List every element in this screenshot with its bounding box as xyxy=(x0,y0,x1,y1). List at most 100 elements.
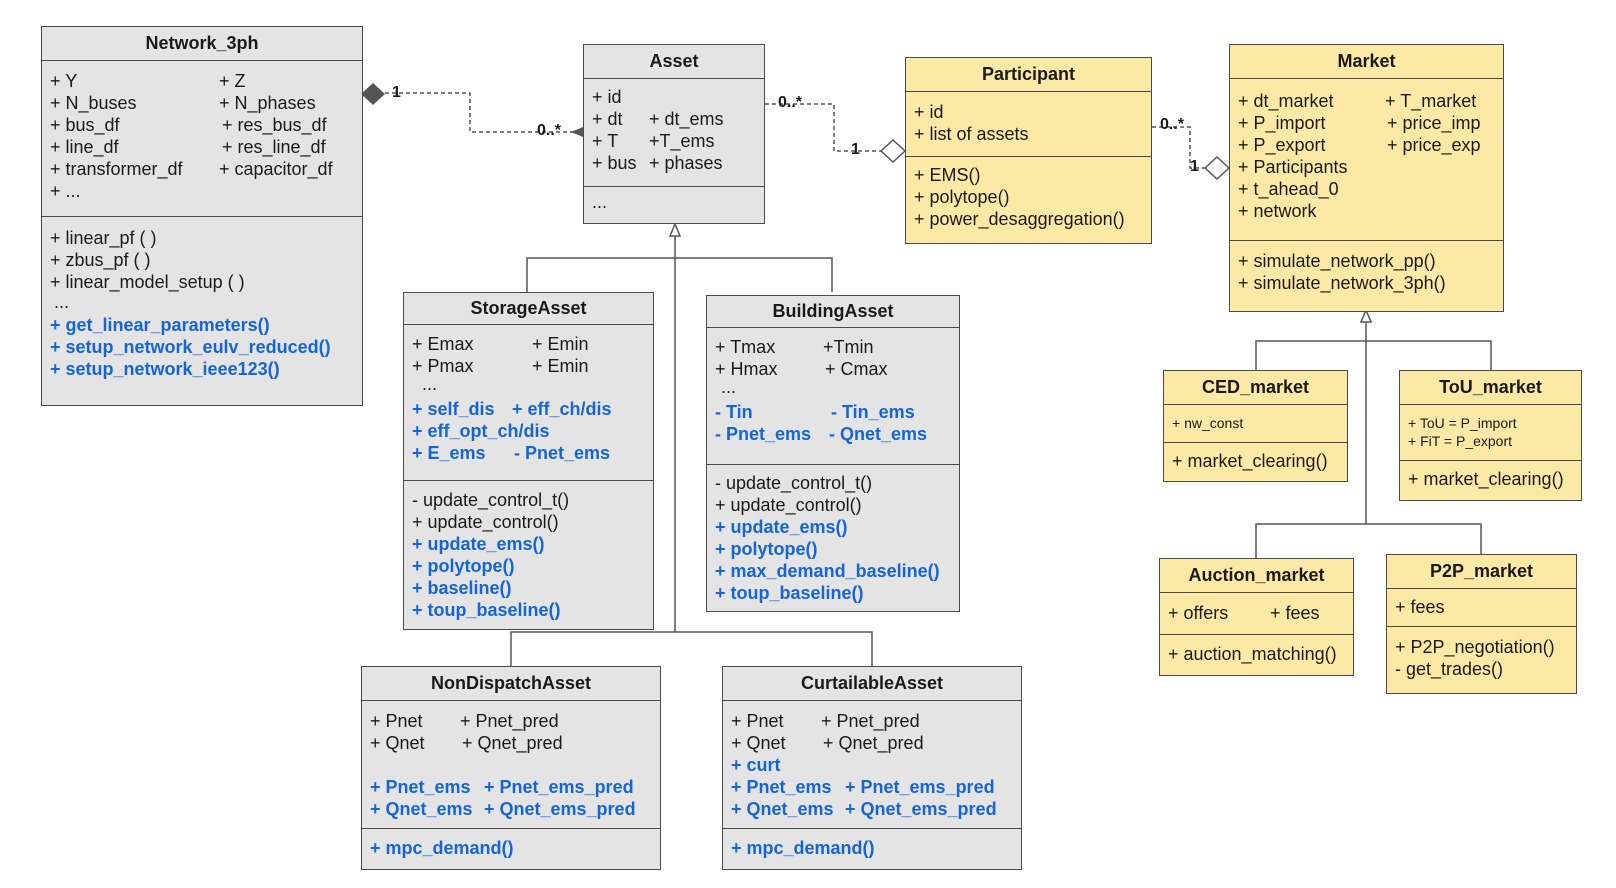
mult-market-participant: 1 xyxy=(1190,158,1199,175)
method: + auction_matching() xyxy=(1168,644,1337,664)
class-participant[interactable]: Participant + id + list of assets + EMS(… xyxy=(905,57,1152,244)
method: ... xyxy=(54,292,70,312)
method-new: + update_ems() xyxy=(715,517,848,537)
attr-new: - Tin xyxy=(715,402,753,422)
class-network-3ph[interactable]: Network_3ph + Y + Z + N_buses + N_phases… xyxy=(41,26,363,406)
attr: + N_buses xyxy=(50,93,137,113)
method: + simulate_network_pp() xyxy=(1238,251,1436,271)
attr: + Qnet_pred xyxy=(462,733,563,753)
method: + market_clearing() xyxy=(1172,451,1328,471)
attr-new: - Tin_ems xyxy=(831,402,915,422)
attr-new: - Pnet_ems xyxy=(514,443,611,463)
participant-aggregation-diamond xyxy=(879,138,907,164)
market-inheritance-lines xyxy=(1255,316,1492,558)
method: + polytope() xyxy=(914,187,1010,207)
method-new: + update_ems() xyxy=(412,534,545,554)
class-title: CurtailableAsset xyxy=(723,667,1021,701)
attributes-section: + id + dt + dt_ems + T +T_ems + bus + ph… xyxy=(584,79,764,187)
attr-new: + E_ems xyxy=(412,443,486,463)
class-nondispatch-asset[interactable]: NonDispatchAsset + Pnet + Pnet_pred + Qn… xyxy=(361,666,661,870)
attr: + Emin xyxy=(532,356,589,376)
attr: + nw_const xyxy=(1172,415,1244,431)
attr: + id xyxy=(592,87,622,107)
asset-arrowhead xyxy=(571,127,583,137)
class-tou-market[interactable]: ToU_market + ToU = P_import + FiT = P_ex… xyxy=(1399,370,1582,501)
attr-new: + Qnet_ems_pred xyxy=(845,799,997,819)
method: + power_desaggregation() xyxy=(914,209,1125,229)
attr: + Qnet xyxy=(370,733,425,753)
market-aggregation-diamond xyxy=(1203,155,1231,181)
attr: + Pnet xyxy=(370,711,423,731)
attributes-section: + Emax + Emin + Pmax + Emin ... + self_d… xyxy=(404,325,653,481)
class-title: StorageAsset xyxy=(404,293,653,325)
method-new: + setup_network_ieee123() xyxy=(50,359,280,379)
class-auction-market[interactable]: Auction_market + offers + fees + auction… xyxy=(1159,558,1354,676)
attr: + Emin xyxy=(532,334,589,354)
attributes-section: + nw_const xyxy=(1164,405,1347,443)
class-title: CED_market xyxy=(1164,371,1347,405)
method: + zbus_pf ( ) xyxy=(50,250,151,270)
attr: + Qnet_pred xyxy=(823,733,924,753)
attr: + Pmax xyxy=(412,356,474,376)
class-storage-asset[interactable]: StorageAsset + Emax + Emin + Pmax + Emin… xyxy=(403,292,654,630)
class-ced-market[interactable]: CED_market + nw_const + market_clearing(… xyxy=(1163,370,1348,482)
attr: + Qnet xyxy=(731,733,786,753)
attr-new: + curt xyxy=(731,755,781,775)
attr: + fees xyxy=(1395,597,1445,617)
composition-diamond xyxy=(361,83,385,105)
attr: + bus_df xyxy=(50,115,120,135)
attributes-section: + ToU = P_import + FiT = P_export xyxy=(1400,405,1581,461)
attr: + Pnet_pred xyxy=(460,711,559,731)
attr: + Tmax xyxy=(715,337,776,357)
class-market[interactable]: Market + dt_market + T_market + P_import… xyxy=(1229,44,1504,312)
attributes-section: + Pnet + Pnet_pred + Qnet + Qnet_pred + … xyxy=(362,701,660,829)
attr: + res_bus_df xyxy=(222,115,327,135)
attr: + phases xyxy=(649,153,723,173)
class-curtailable-asset[interactable]: CurtailableAsset + Pnet + Pnet_pred + Qn… xyxy=(722,666,1022,870)
attr: + network xyxy=(1238,201,1317,221)
attr: + dt_market xyxy=(1238,91,1334,111)
attributes-section: + fees xyxy=(1387,589,1576,627)
method-new: + toup_baseline() xyxy=(412,600,561,620)
method-new: + polytope() xyxy=(412,556,515,576)
network-asset-association xyxy=(385,92,583,133)
asset-participant-association xyxy=(765,103,881,152)
attr-new: + Pnet_ems_pred xyxy=(484,777,634,797)
method-new: + baseline() xyxy=(412,578,512,598)
method: + update_control() xyxy=(412,512,559,532)
class-title: ToU_market xyxy=(1400,371,1581,405)
class-building-asset[interactable]: BuildingAsset + Tmax +Tmin + Hmax + Cmax… xyxy=(706,295,960,612)
attr-new: + Pnet_ems xyxy=(370,777,471,797)
attr: + res_line_df xyxy=(222,137,326,157)
method: - update_control_t() xyxy=(412,490,570,510)
asset-generalization-arrow xyxy=(668,222,682,237)
attributes-section: + Y + Z + N_buses + N_phases + bus_df + … xyxy=(42,61,362,217)
attr: + T_market xyxy=(1385,91,1477,111)
method-new: + mpc_demand() xyxy=(731,838,875,858)
asset-inheritance-lines xyxy=(510,230,873,666)
mult-asset-participant: 0..* xyxy=(778,94,803,111)
class-title: BuildingAsset xyxy=(707,296,959,328)
attr: ... xyxy=(721,377,737,397)
class-asset[interactable]: Asset + id + dt + dt_ems + T +T_ems + bu… xyxy=(583,44,765,224)
method-new: + mpc_demand() xyxy=(370,838,514,858)
attributes-section: + id + list of assets xyxy=(906,92,1151,157)
class-p2p-market[interactable]: P2P_market + fees + P2P_negotiation() - … xyxy=(1386,554,1577,694)
class-title: P2P_market xyxy=(1387,555,1576,589)
attr: + ToU = P_import xyxy=(1408,415,1517,431)
class-title: Market xyxy=(1230,45,1503,79)
attr-new: + self_dis xyxy=(412,399,495,419)
attr: + price_imp xyxy=(1387,113,1481,133)
attr: + FiT = P_export xyxy=(1408,433,1513,449)
attr-new: + Pnet_ems_pred xyxy=(845,777,995,797)
method-new: + get_linear_parameters() xyxy=(50,315,270,335)
mult-asset-side: 0..* xyxy=(537,122,562,139)
class-title: Asset xyxy=(584,45,764,79)
attr: + ... xyxy=(50,181,81,201)
attr: + Z xyxy=(219,71,246,91)
method: + P2P_negotiation() xyxy=(1395,637,1555,657)
class-title: Network_3ph xyxy=(42,27,362,61)
method: + linear_model_setup ( ) xyxy=(50,272,245,292)
attr: + id xyxy=(914,102,944,122)
